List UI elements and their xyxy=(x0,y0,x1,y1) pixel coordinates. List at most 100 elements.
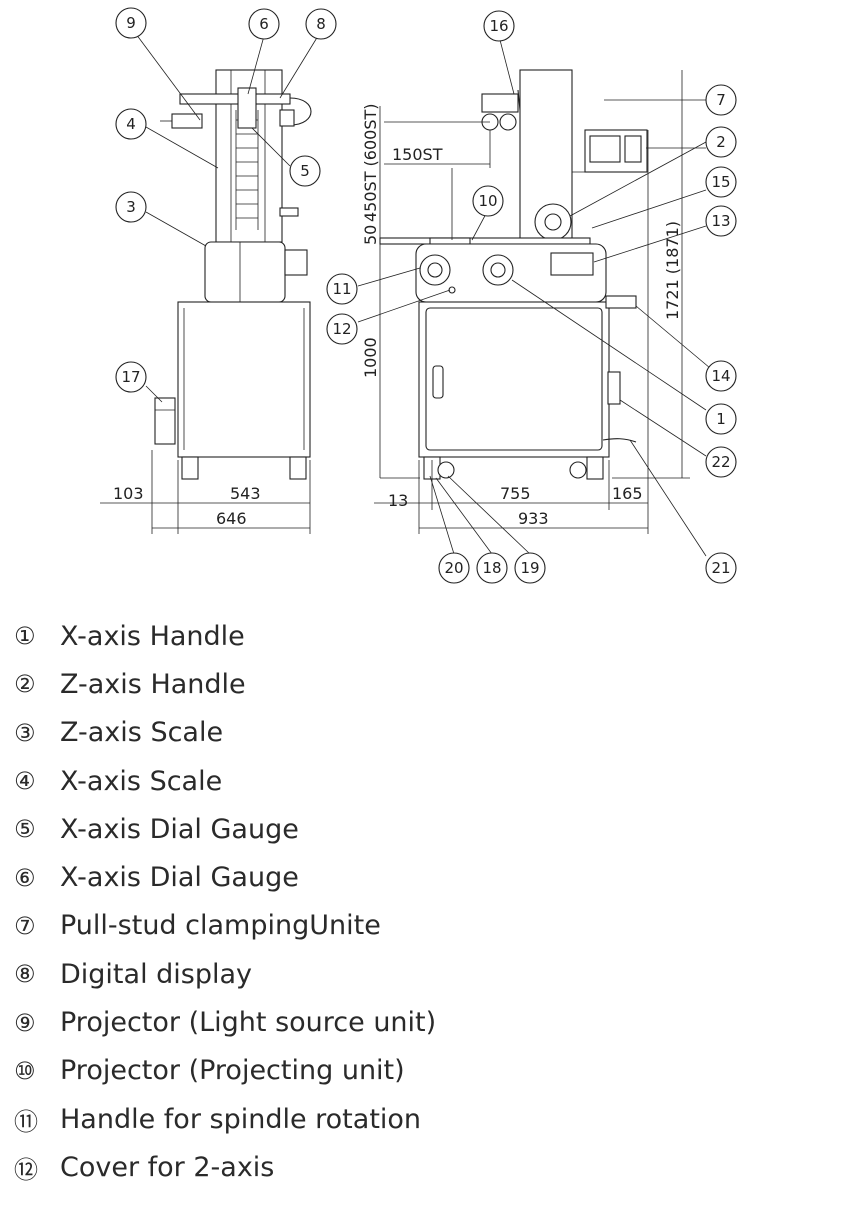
side-foot-right xyxy=(289,456,307,480)
front-foot-right xyxy=(586,456,604,480)
callout-13-label: 13 xyxy=(711,212,730,230)
side-cabinet xyxy=(177,301,311,458)
callout-15-label: 15 xyxy=(711,173,730,191)
legend-item: ⑫ Cover for 2-axis xyxy=(14,1143,436,1191)
callout-5: 5 xyxy=(289,155,321,187)
legend-item: ① X-axis Handle xyxy=(14,612,436,660)
callout-11-label: 11 xyxy=(332,280,351,298)
door-handle xyxy=(432,365,444,399)
callout-10: 10 xyxy=(472,185,504,217)
technical-drawing: 103 543 646 13 755 165 933 150ST 50 450S… xyxy=(100,7,737,584)
callout-2: 2 xyxy=(705,126,737,158)
callout-8-label: 8 xyxy=(316,15,326,33)
legend-number: ⑨ xyxy=(14,1008,36,1037)
dim-933: 933 xyxy=(518,509,549,528)
callout-21: 21 xyxy=(705,552,737,584)
legend-item: ② Z-axis Handle xyxy=(14,660,436,708)
legend-number: ④ xyxy=(14,767,36,796)
legend-number: ⑧ xyxy=(14,960,36,989)
legend-text: Cover for 2-axis xyxy=(60,1151,275,1183)
air-filter-unit xyxy=(154,397,176,445)
legend-item: ⑪ Handle for spindle rotation xyxy=(14,1095,436,1143)
callout-11: 11 xyxy=(326,273,358,305)
legend-item: ⑦ Pull-stud clampingUnite xyxy=(14,902,436,950)
callout-1-label: 1 xyxy=(716,410,726,428)
callout-16-label: 16 xyxy=(489,17,508,35)
callout-21-label: 21 xyxy=(711,559,730,577)
callout-18-label: 18 xyxy=(482,559,501,577)
side-top-arm xyxy=(179,93,291,105)
callout-8: 8 xyxy=(305,8,337,40)
legend-number: ⑫ xyxy=(14,1155,38,1184)
callout-18: 18 xyxy=(476,552,508,584)
callout-13: 13 xyxy=(705,205,737,237)
callout-4-label: 4 xyxy=(126,115,136,133)
callout-5-label: 5 xyxy=(300,162,310,180)
callout-3: 3 xyxy=(115,191,147,223)
legend-number: ⑤ xyxy=(14,815,36,844)
side-foot-left xyxy=(181,456,199,480)
callout-6-label: 6 xyxy=(259,15,269,33)
legend-text: Projector (Light source unit) xyxy=(60,1007,437,1039)
dim-1000: 1000 xyxy=(361,337,380,378)
callout-16: 16 xyxy=(483,10,515,42)
legend-text: Handle for spindle rotation xyxy=(60,1103,422,1135)
dim-543: 543 xyxy=(230,484,261,503)
callout-22-label: 22 xyxy=(711,453,730,471)
side-bracket xyxy=(605,295,637,309)
projector-head xyxy=(481,89,521,131)
dim-165: 165 xyxy=(612,484,643,503)
legend-text: X-axis Dial Gauge xyxy=(60,862,299,894)
callout-17: 17 xyxy=(115,361,147,393)
legend-number: ⑪ xyxy=(14,1107,38,1136)
dim-50: 50 xyxy=(361,225,380,245)
legend-item: ④ X-axis Scale xyxy=(14,757,436,805)
callout-17-label: 17 xyxy=(121,368,140,386)
dial-gauge-block xyxy=(237,87,257,129)
callout-20-label: 20 xyxy=(444,559,463,577)
callout-20: 20 xyxy=(438,552,470,584)
front-view xyxy=(379,69,648,480)
dim-13: 13 xyxy=(388,491,408,510)
control-panel xyxy=(550,252,594,276)
callout-7-label: 7 xyxy=(716,91,726,109)
callout-19-label: 19 xyxy=(520,559,539,577)
dim-755: 755 xyxy=(500,484,531,503)
callout-15: 15 xyxy=(705,166,737,198)
side-handle xyxy=(284,249,308,276)
front-table xyxy=(379,237,591,245)
callout-2-label: 2 xyxy=(716,133,726,151)
legend-text: Z-axis Scale xyxy=(60,717,224,749)
legend-text: Digital display xyxy=(60,958,253,990)
dim-1721: 1721 (1871) xyxy=(663,221,682,320)
side-view xyxy=(154,69,312,480)
z-axis-scale-ladder xyxy=(235,110,259,230)
callout-4: 4 xyxy=(115,108,147,140)
callout-14-label: 14 xyxy=(711,367,730,385)
callout-22: 22 xyxy=(705,446,737,478)
dimension-lines: 10 3 543 646 13 755 165 933 150ST 50 450S… xyxy=(100,70,690,534)
legend-text: Projector (Projecting unit) xyxy=(60,1055,405,1087)
callout-10-label: 10 xyxy=(478,192,497,210)
leader-lines xyxy=(135,33,711,557)
legend-number: ① xyxy=(14,622,36,651)
dim-450st: 450ST (600ST) xyxy=(361,103,380,222)
side-head-base xyxy=(204,241,286,303)
legend-number: ⑦ xyxy=(14,911,36,940)
callout-9: 9 xyxy=(115,7,147,39)
callout-1: 1 xyxy=(705,403,737,435)
legend-text: Z-axis Handle xyxy=(60,668,246,700)
legend-text: X-axis Handle xyxy=(60,620,245,652)
cabinet-door xyxy=(425,307,603,451)
dim-646: 646 xyxy=(216,509,247,528)
legend-text: X-axis Dial Gauge xyxy=(60,813,299,845)
callout-6: 6 xyxy=(248,8,280,40)
legend-text: X-axis Scale xyxy=(60,765,223,797)
callout-14: 14 xyxy=(705,360,737,392)
legend-number: ② xyxy=(14,670,36,699)
legend-text: Pull-stud clampingUnite xyxy=(60,910,381,942)
legend-number: ③ xyxy=(14,718,36,747)
dim-150st: 150ST xyxy=(392,145,443,164)
